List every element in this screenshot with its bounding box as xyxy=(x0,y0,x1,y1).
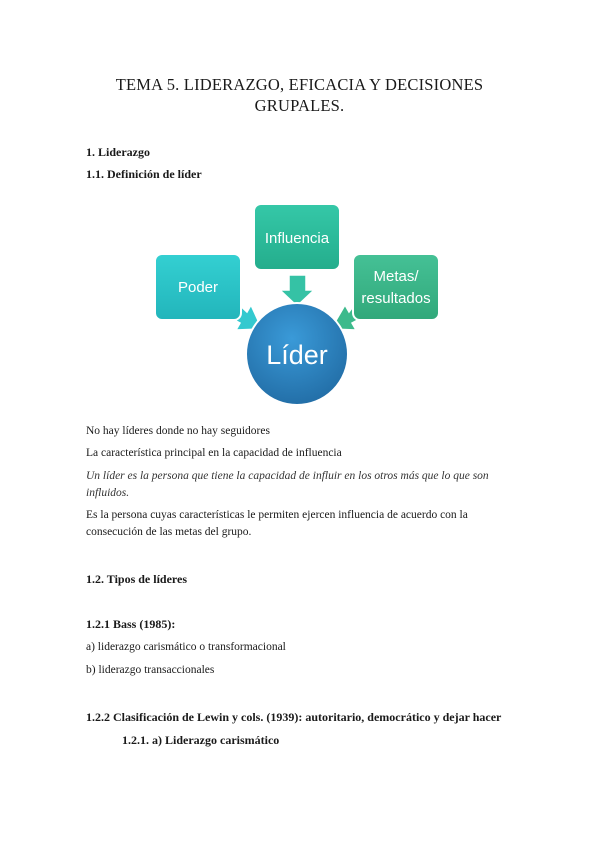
box-poder-label: Poder xyxy=(178,279,218,296)
heading-bass: 1.2.1 Bass (1985): xyxy=(86,617,176,631)
document-title-line-2: GRUPALES. xyxy=(254,96,345,115)
list-item-transaccionales: b) liderazgo transaccionales xyxy=(86,664,215,676)
heading-definicion-lider: 1.1. Definición de líder xyxy=(86,167,202,181)
box-influencia-label: Influencia xyxy=(265,230,330,247)
paragraph-persona-line-2: consecución de las metas del grupo. xyxy=(86,526,252,538)
box-poder: Poder xyxy=(154,253,242,321)
arrow-from-top xyxy=(278,274,316,308)
box-influencia: Influencia xyxy=(253,203,341,271)
paragraph-caracteristica: La característica principal en la capaci… xyxy=(86,447,342,459)
heading-liderazgo-carismatico: 1.2.1. a) Liderazgo carismático xyxy=(122,733,280,747)
quote-definition-line-2: influidos. xyxy=(86,487,130,499)
document-title-line-1: TEMA 5. LIDERAZGO, EFICACIA Y DECISIONES xyxy=(115,75,484,94)
quote-definition-line-1: Un líder es la persona que tiene la capa… xyxy=(86,470,489,482)
box-metas: Metas/ resultados xyxy=(352,253,440,321)
circle-lider-label: Líder xyxy=(266,340,328,370)
circle-lider: Líder xyxy=(245,302,349,406)
box-metas-label-2: resultados xyxy=(361,290,430,307)
heading-liderazgo: 1. Liderazgo xyxy=(86,145,150,159)
paragraph-persona-line-1: Es la persona cuyas características le p… xyxy=(86,509,468,521)
heading-lewin: 1.2.2 Clasificación de Lewin y cols. (19… xyxy=(86,710,502,724)
heading-tipos-lideres: 1.2. Tipos de líderes xyxy=(86,572,188,586)
list-item-carismatico: a) liderazgo carismático o transformacio… xyxy=(86,641,286,653)
box-metas-label-1: Metas/ xyxy=(373,268,419,285)
paragraph-seguidores: No hay líderes donde no hay seguidores xyxy=(86,425,270,437)
